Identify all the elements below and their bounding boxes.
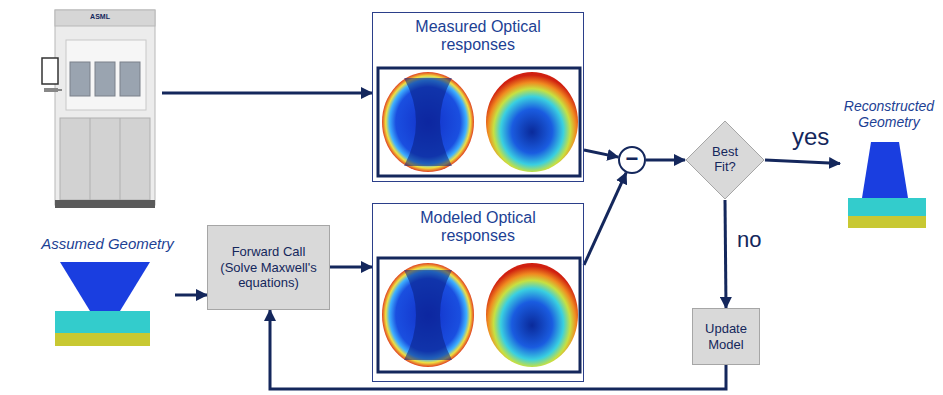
decision-diamond: Best Fit?: [685, 120, 765, 200]
edge-label: yes: [790, 124, 831, 150]
node-text: ASML: [38, 2, 162, 20]
modeled-pupil-images: [378, 258, 580, 372]
node-text: Reconstructed Geometry: [840, 95, 938, 130]
node-text: Modeled Optical responses: [403, 209, 553, 246]
response-panel: Modeled Optical responses: [372, 203, 584, 382]
flow-arrow: [270, 310, 726, 389]
measured-pupil-images: [378, 68, 580, 176]
tool-node: ASML: [38, 2, 162, 210]
response-panel: Measured Optical responses: [372, 12, 584, 182]
flow-arrow: [765, 160, 840, 164]
flow-arrow: [584, 150, 618, 157]
node-text: Update Model: [699, 321, 753, 352]
flow-arrow: [584, 173, 626, 265]
flow-arrow: [330, 266, 372, 269]
geometry-node: Reconstructed Geometry: [840, 95, 938, 232]
flow-arrow: [725, 200, 726, 308]
geometry-node: Assumed Geometry: [40, 235, 175, 350]
reconstructed-geometry-stack: [848, 142, 926, 228]
node-text: Assumed Geometry: [40, 235, 175, 252]
flow-arrow: [646, 159, 685, 162]
process-box: Forward Call (Solve Maxwell's equations): [207, 225, 330, 310]
difference-circle: −: [618, 146, 646, 174]
flow-arrow: [175, 294, 207, 297]
node-text: Best Fit?: [702, 145, 748, 175]
node-text: Measured Optical responses: [403, 18, 553, 55]
metrology-tool: [42, 10, 155, 208]
edge-label: no: [735, 228, 763, 252]
flow-arrow: [162, 92, 372, 95]
node-text: Forward Call (Solve Maxwell's equations): [214, 244, 323, 291]
assumed-geometry-stack: [55, 262, 150, 346]
process-box: Update Model: [692, 308, 760, 365]
node-text: −: [626, 148, 639, 170]
